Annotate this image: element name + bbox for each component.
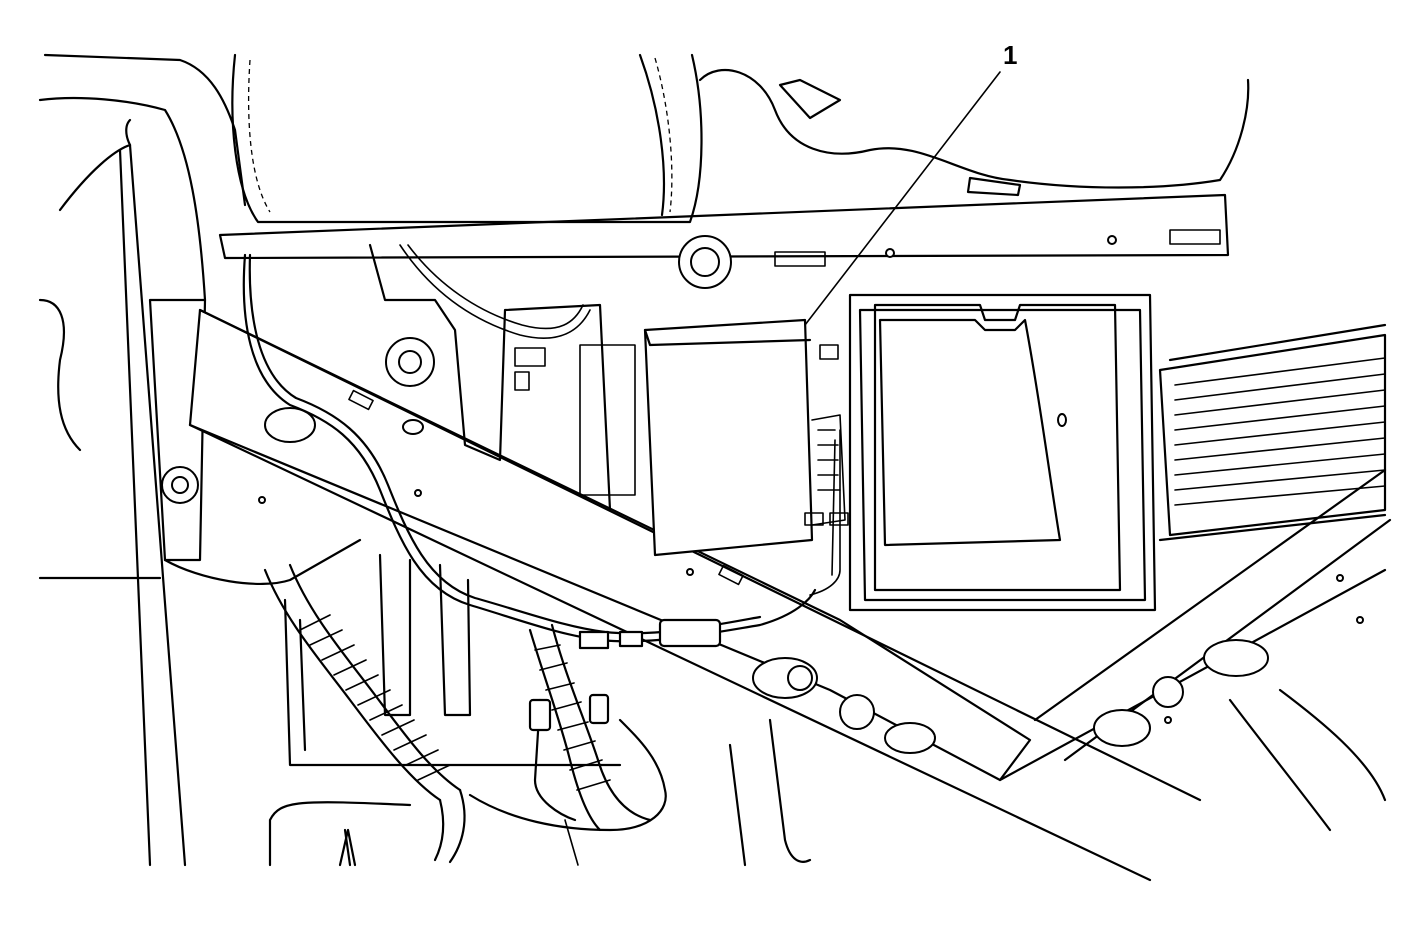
- upper-crossbar: [218, 193, 1230, 289]
- callout-leaders: [564, 71, 1001, 866]
- diagonal-rail-main: [188, 308, 1202, 882]
- mid-panel: [283, 243, 636, 767]
- left-pillar: [38, 53, 247, 867]
- diagonal-rail-cross: [998, 468, 1392, 782]
- lower-structure: [268, 513, 1387, 867]
- callout-1-leader: [804, 71, 1001, 326]
- lower-bracket: [148, 298, 362, 586]
- wiring-harness: [242, 244, 841, 650]
- callout-1-label: 1: [1003, 40, 1017, 70]
- storage-bin: [848, 293, 1157, 612]
- headrest-outline: [231, 53, 1250, 224]
- corrugated-conduit: [263, 563, 667, 864]
- harness-leader: [564, 819, 579, 866]
- finned-heat-sink: [1158, 323, 1387, 537]
- control-module: [643, 318, 849, 557]
